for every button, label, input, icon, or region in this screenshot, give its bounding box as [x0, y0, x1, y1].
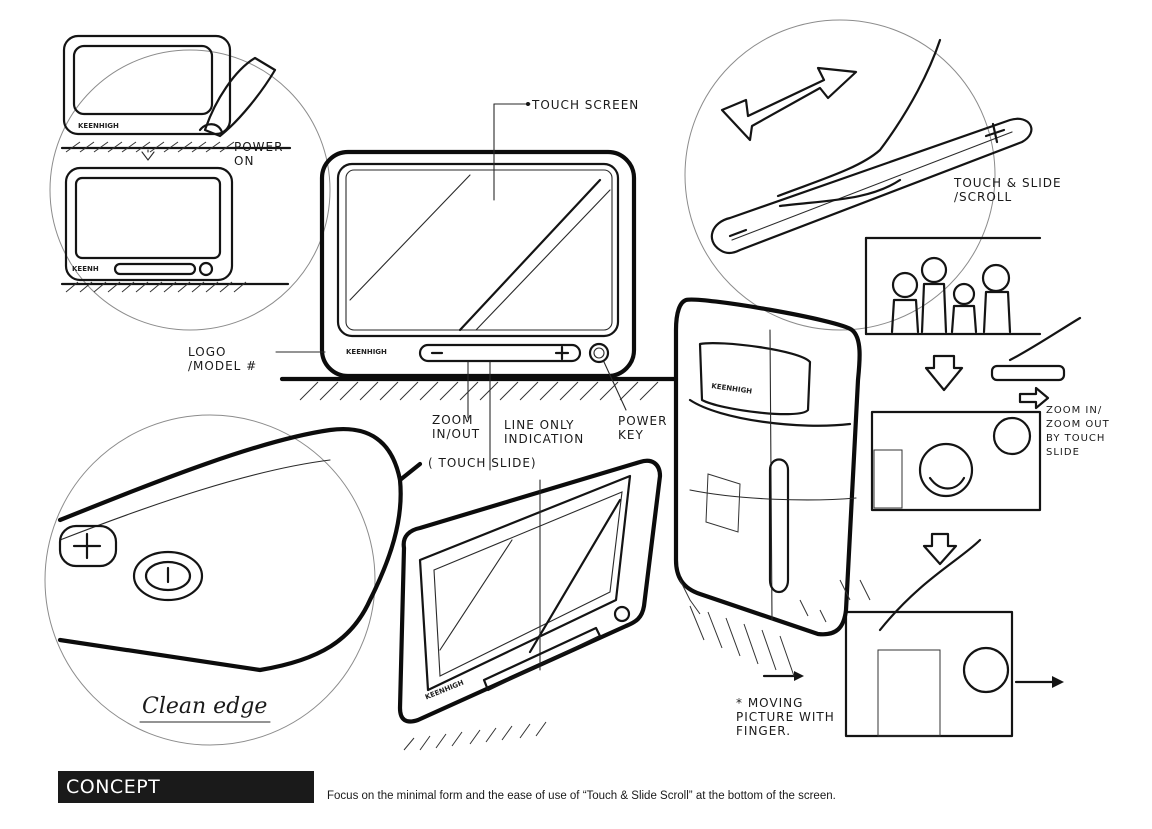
- clean-edge-closeup: [57, 427, 423, 723]
- footer-caption: Focus on the minimal form and the ease o…: [327, 790, 836, 802]
- circle-top-left: [49, 49, 331, 331]
- annotation-moving-picture: * MOVING PICTURE WITH FINGER.: [736, 696, 835, 738]
- annotation-power-on: POWER ON: [234, 140, 284, 168]
- annotation-touch-slide-scroll: TOUCH & SLIDE /SCROLL: [954, 176, 1062, 204]
- slide-bar-closeup: [710, 38, 1033, 255]
- annotation-touch-slide: ( TOUCH SLIDE): [428, 456, 537, 470]
- tilted-device: [397, 458, 663, 751]
- circle-bottom-left: [44, 414, 376, 746]
- annotation-clean-edge: Clean edge: [142, 694, 268, 719]
- annotation-logo-model: LOGO /MODEL #: [188, 345, 258, 373]
- brand-label-small-top: KEENHIGH: [78, 122, 119, 130]
- annotation-touch-screen: TOUCH SCREEN: [532, 98, 640, 112]
- annotation-power-key: POWER KEY: [618, 414, 668, 442]
- small-device-power-on: [60, 34, 292, 161]
- small-device-slide: [60, 166, 290, 293]
- circle-top-right: [684, 19, 996, 331]
- annotation-zoom-by-touch: ZOOM IN/ ZOOM OUT BY TOUCH SLIDE: [1046, 405, 1110, 458]
- annotation-line-only: LINE ONLY INDICATION: [504, 418, 585, 446]
- back-device: [673, 297, 871, 677]
- brand-label-main: KEENHIGH: [346, 348, 387, 356]
- footer-title: CONCEPT DEVELOPMENT: [58, 771, 314, 829]
- main-device: [275, 102, 679, 471]
- storyboard: [762, 236, 1082, 738]
- annotation-zoom-in-out: ZOOM IN/OUT: [432, 413, 481, 441]
- brand-label-small-mid: KEENH: [72, 265, 99, 273]
